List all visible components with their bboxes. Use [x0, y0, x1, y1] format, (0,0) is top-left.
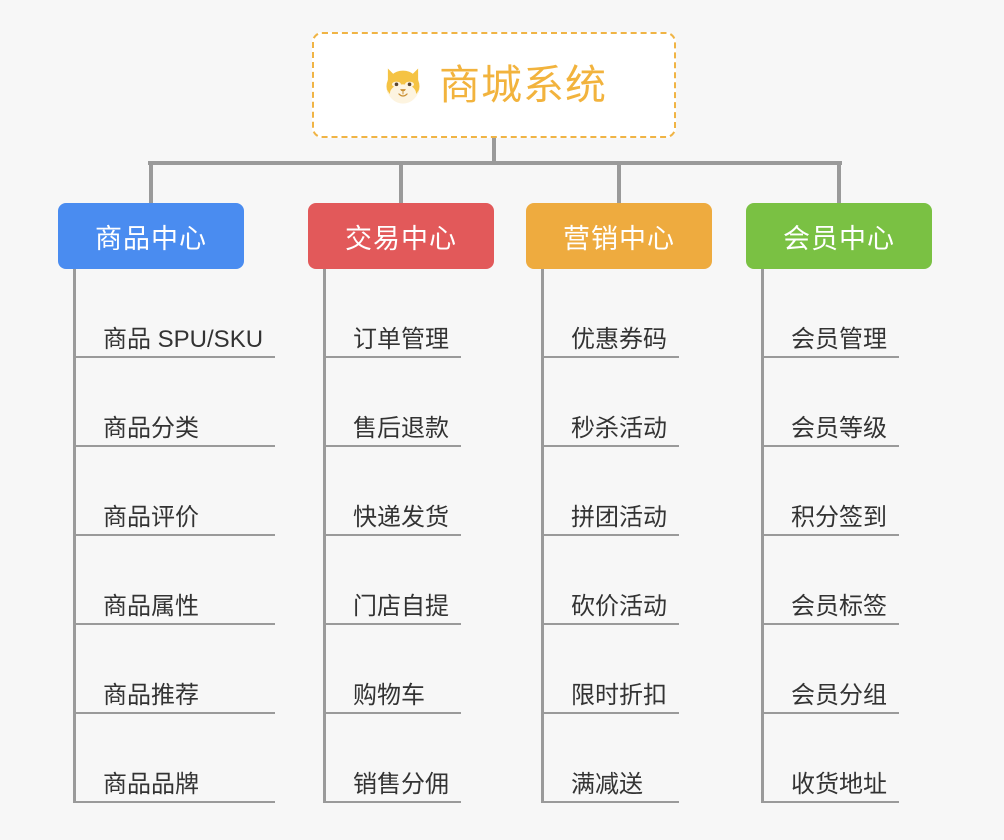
branch-item[interactable]: 销售分佣	[323, 714, 461, 803]
branch-item-label: 商品推荐	[103, 682, 199, 709]
root-node[interactable]: 商城系统	[312, 32, 676, 138]
branch-item-underline	[73, 712, 276, 714]
branch-header-4[interactable]: 会员中心	[746, 203, 932, 269]
branch-item-underline	[761, 534, 899, 536]
branch-item-label: 秒杀活动	[571, 415, 667, 442]
branch-header-3[interactable]: 营销中心	[526, 203, 712, 269]
branch-item-label: 会员分组	[791, 682, 887, 709]
branch-item-label: 收货地址	[791, 771, 887, 798]
branch-item[interactable]: 售后退款	[323, 358, 461, 447]
branch-item-underline	[73, 356, 276, 358]
branch-item[interactable]: 会员等级	[761, 358, 899, 447]
branch-bus-connector	[148, 161, 842, 165]
branch-item-list: 订单管理售后退款快递发货门店自提购物车销售分佣	[323, 269, 461, 803]
branch-trunk-connector	[73, 269, 76, 803]
branch-item-label: 商品 SPU/SKU	[103, 326, 264, 353]
branch-item[interactable]: 商品评价	[73, 447, 276, 536]
branch-header-2[interactable]: 交易中心	[308, 203, 494, 269]
root-stem-connector	[492, 138, 496, 163]
branch-item-label: 售后退款	[353, 415, 449, 442]
branch-item-underline	[323, 534, 461, 536]
branch-item-label: 销售分佣	[353, 771, 449, 798]
branch-trunk-connector	[323, 269, 326, 803]
branch-header-label: 会员中心	[783, 223, 895, 254]
branch-item-underline	[761, 712, 899, 714]
branch-item-label: 商品评价	[103, 504, 199, 531]
branch-item-label: 优惠券码	[571, 326, 667, 353]
branch-item[interactable]: 满减送	[541, 714, 679, 803]
branch-item[interactable]: 会员管理	[761, 269, 899, 358]
branch-item-label: 快递发货	[353, 504, 449, 531]
branch-drop-connector	[399, 161, 403, 203]
branch-item-underline	[541, 623, 679, 625]
branch-item[interactable]: 商品推荐	[73, 625, 276, 714]
branch-header-label: 商品中心	[95, 223, 207, 254]
branch-item-underline	[761, 445, 899, 447]
branch-trunk-connector	[541, 269, 544, 803]
branch-item-underline	[323, 801, 461, 803]
branch-item[interactable]: 优惠券码	[541, 269, 679, 358]
branch-drop-connector	[149, 161, 153, 203]
branch-item-underline	[541, 534, 679, 536]
branch-item-underline	[541, 445, 679, 447]
branch-item-label: 门店自提	[353, 593, 449, 620]
branch-item[interactable]: 商品分类	[73, 358, 276, 447]
branch-item-label: 商品分类	[103, 415, 199, 442]
branch-item-underline	[323, 712, 461, 714]
branch-header-label: 营销中心	[563, 223, 675, 254]
branch-item-underline	[323, 445, 461, 447]
branch-item[interactable]: 购物车	[323, 625, 461, 714]
branch-header-label: 交易中心	[345, 223, 457, 254]
branch-item-label: 砍价活动	[571, 593, 667, 620]
branch-item-label: 商品属性	[103, 593, 199, 620]
branch-item[interactable]: 快递发货	[323, 447, 461, 536]
branch-item-underline	[761, 801, 899, 803]
branch-item-underline	[761, 623, 899, 625]
root-title: 商城系统	[439, 61, 607, 108]
branch-item-label: 商品品牌	[103, 771, 199, 798]
branch-item[interactable]: 秒杀活动	[541, 358, 679, 447]
branch-item-underline	[323, 623, 461, 625]
branch-item-underline	[73, 445, 276, 447]
branch-trunk-connector	[761, 269, 764, 803]
branch-item-underline	[73, 534, 276, 536]
branch-item[interactable]: 限时折扣	[541, 625, 679, 714]
branch-item-label: 限时折扣	[571, 682, 667, 709]
branch-item[interactable]: 商品 SPU/SKU	[73, 269, 276, 358]
branch-item-underline	[761, 356, 899, 358]
branch-item[interactable]: 订单管理	[323, 269, 461, 358]
branch-item-list: 优惠券码秒杀活动拼团活动砍价活动限时折扣满减送	[541, 269, 679, 803]
branch-item-underline	[541, 712, 679, 714]
branch-item[interactable]: 会员标签	[761, 536, 899, 625]
branch-item-label: 会员标签	[791, 593, 887, 620]
branch-item[interactable]: 商品属性	[73, 536, 276, 625]
branch-item-underline	[323, 356, 461, 358]
branch-item[interactable]: 商品品牌	[73, 714, 276, 803]
branch-item-label: 满减送	[571, 771, 643, 798]
branch-item-list: 商品 SPU/SKU 商品分类商品评价商品属性商品推荐商品品牌	[73, 269, 276, 803]
branch-item[interactable]: 门店自提	[323, 536, 461, 625]
branch-drop-connector	[837, 161, 841, 203]
branch-item-label: 积分签到	[791, 504, 887, 531]
branch-item-underline	[73, 801, 276, 803]
branch-item-label: 会员等级	[791, 415, 887, 442]
branch-item[interactable]: 砍价活动	[541, 536, 679, 625]
branch-item-underline	[541, 356, 679, 358]
branch-item-label: 会员管理	[791, 326, 887, 353]
branch-item-underline	[541, 801, 679, 803]
branch-item-label: 拼团活动	[571, 504, 667, 531]
branch-item[interactable]: 收货地址	[761, 714, 899, 803]
branch-item[interactable]: 拼团活动	[541, 447, 679, 536]
branch-item[interactable]: 会员分组	[761, 625, 899, 714]
shiba-dog-face-icon	[386, 68, 420, 104]
branch-item-list: 会员管理会员等级积分签到会员标签会员分组收货地址	[761, 269, 899, 803]
branch-item[interactable]: 积分签到	[761, 447, 899, 536]
branch-header-1[interactable]: 商品中心	[58, 203, 244, 269]
branch-item-underline	[73, 623, 276, 625]
branch-item-label: 购物车	[353, 682, 425, 709]
branch-drop-connector	[617, 161, 621, 203]
branch-item-label: 订单管理	[353, 326, 449, 353]
